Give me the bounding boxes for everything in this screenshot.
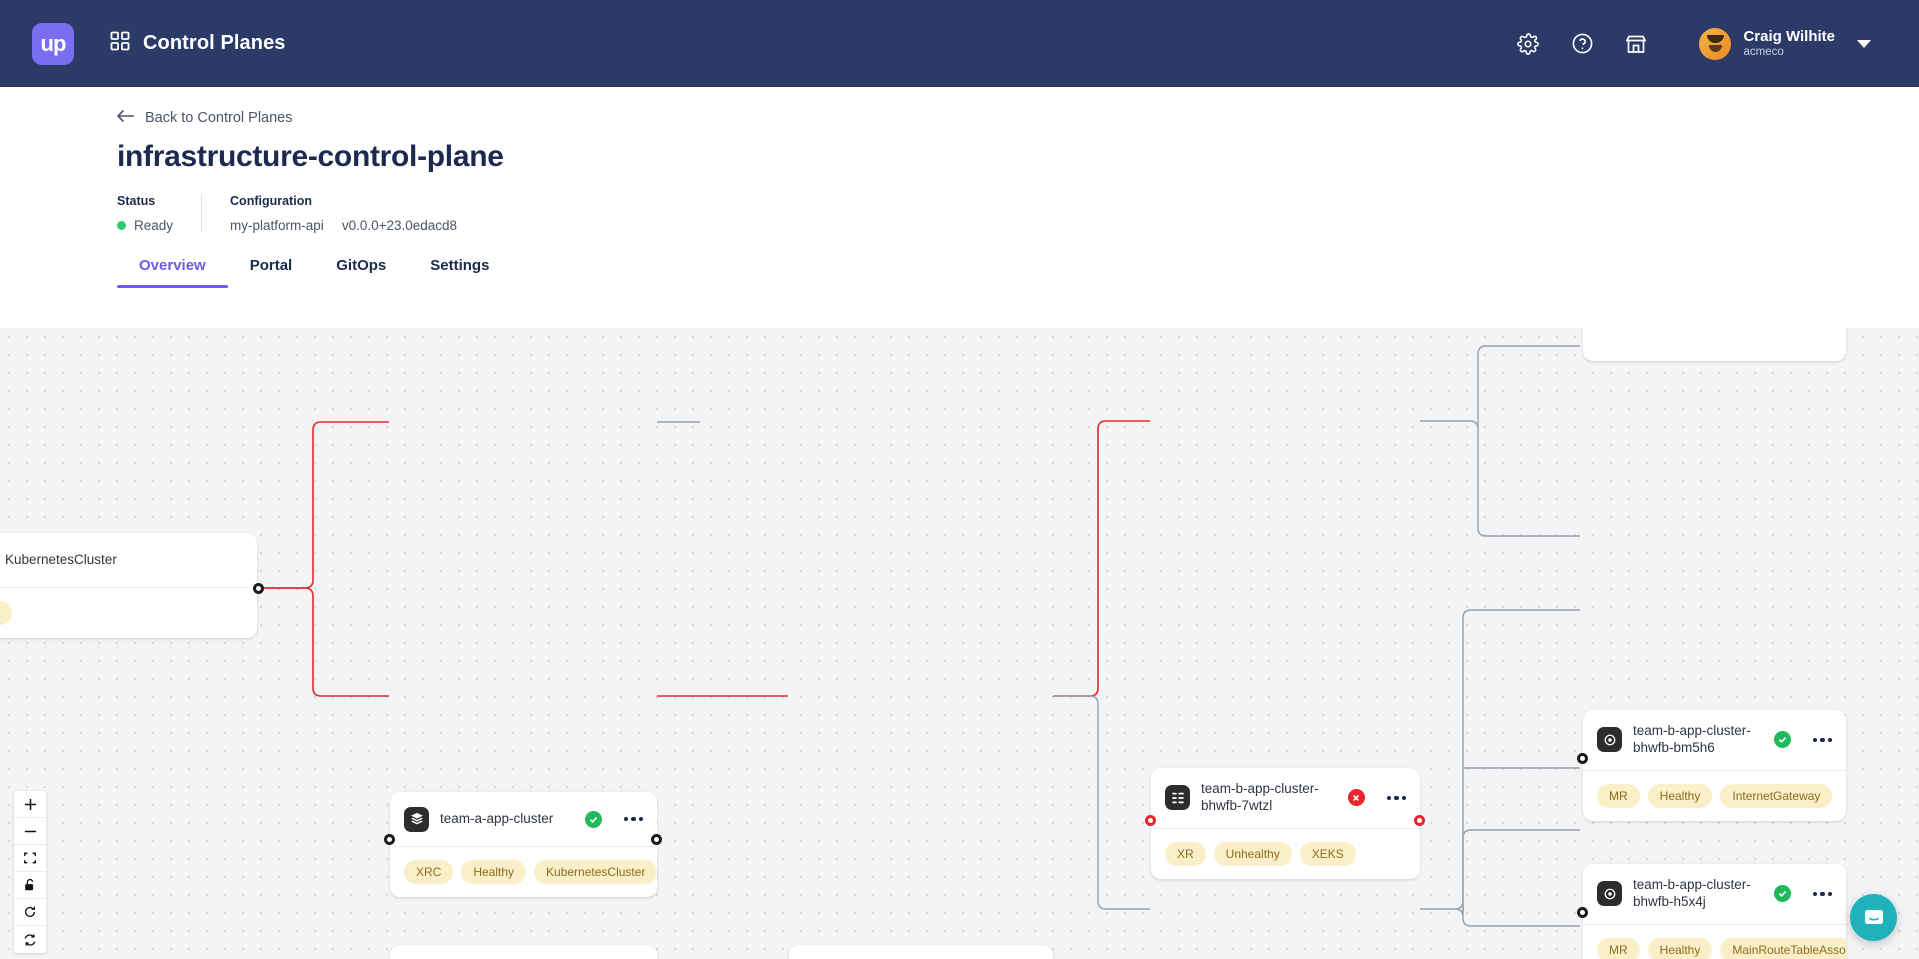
node-menu-button[interactable] [1812, 737, 1832, 743]
node-label: team-a-app-cluster [440, 810, 554, 826]
node-label: team-b-app-cluster-bhwfb-7wtzl [1201, 781, 1319, 813]
node-tag: KubernetesCluster [534, 860, 657, 884]
node-tag: Healthy [461, 860, 527, 884]
upbound-logo[interactable]: up [32, 22, 74, 65]
nav-brand-group[interactable]: Control Planes [110, 31, 286, 56]
zoom-in-button[interactable] [14, 791, 46, 818]
fit-view-button[interactable] [14, 845, 46, 872]
node-tag: XEKS [1299, 841, 1356, 866]
node-handle-target[interactable] [384, 834, 395, 845]
help-circle-icon[interactable] [1567, 29, 1597, 59]
node-divider [1583, 769, 1846, 771]
reset-button[interactable] [14, 899, 46, 926]
graph-node-team-b-app-cluster[interactable]: team-b-app-cluster XRC Unhealthy Kuberne… [390, 945, 657, 959]
graph-view-controls [14, 791, 46, 953]
arrow-left-icon [116, 109, 135, 127]
status-healthy-icon [1773, 885, 1791, 903]
node-handle-source[interactable] [253, 583, 264, 594]
node-tag: XRC [404, 860, 454, 884]
refresh-button[interactable] [14, 926, 46, 953]
node-tag: MainRouteTableAssociation [1720, 937, 1846, 959]
back-link-label: Back to Control Planes [145, 110, 293, 126]
top-navigation-bar: up Control Planes [0, 0, 1919, 87]
page-header: Back to Control Planes infrastructure-co… [0, 87, 1919, 233]
user-name: Craig Wilhite [1743, 28, 1835, 46]
logo-text: up [40, 30, 67, 56]
composite-list-icon [1165, 785, 1190, 811]
tab-overview[interactable]: Overview [117, 257, 228, 288]
tab-portal[interactable]: Portal [249, 257, 293, 274]
graph-node-team-b-app-cluster-bhwfb-h5x4j[interactable]: team-b-app-cluster-bhwfb-h5x4j MR Health… [1583, 864, 1846, 959]
user-org: acmeco [1743, 45, 1784, 58]
node-divider [1583, 923, 1846, 925]
avatar [1699, 27, 1732, 60]
node-menu-button[interactable] [1812, 891, 1832, 897]
status-healthy-icon [584, 810, 602, 828]
node-label: KubernetesCluster [5, 551, 117, 567]
status-badge: Ready [117, 218, 173, 233]
node-divider [390, 846, 657, 847]
graph-node-team-a-app-cluster[interactable]: team-a-app-cluster XRC Healthy Kubernete… [390, 792, 657, 897]
intercom-chat-button[interactable] [1850, 894, 1897, 941]
resource-graph-canvas[interactable]: KubernetesCluster API team-a-app-cluster [0, 328, 1919, 959]
node-tag: API [0, 601, 13, 625]
node-tags: MR Healthy MainRouteTableAssociation [1583, 925, 1846, 959]
node-label: team-b-app-cluster-bhwfb-h5x4j [1633, 877, 1751, 909]
tab-bar: Overview Portal GitOps Settings [0, 257, 1919, 288]
configuration-block: Configuration my-platform-api v0.0.0+23.… [201, 194, 485, 233]
page-title: infrastructure-control-plane [117, 140, 504, 173]
control-plane-meta: Status Ready Configuration my-platform-a… [117, 194, 1919, 233]
tab-gitops[interactable]: GitOps [336, 257, 387, 274]
node-tag: Healthy [1647, 783, 1713, 808]
node-tags: XR Unhealthy XEKS [1151, 829, 1420, 879]
node-handle-target[interactable] [1577, 907, 1588, 918]
marketplace-icon[interactable] [1621, 29, 1651, 59]
node-menu-button[interactable] [623, 816, 643, 822]
top-nav-actions: Craig Wilhite acmeco [1513, 27, 1891, 60]
lock-toggle-button[interactable] [14, 872, 46, 899]
status-value: Ready [134, 218, 174, 233]
configuration-label: Configuration [230, 194, 312, 208]
status-unhealthy-icon [1347, 789, 1365, 807]
managed-resource-icon [1597, 881, 1622, 907]
zoom-out-button[interactable] [14, 818, 46, 845]
node-tags: XRC Healthy KubernetesCluster [390, 847, 657, 897]
graph-node-kubernetescluster[interactable]: KubernetesCluster API [0, 533, 257, 638]
graph-node-partial-top[interactable] [1583, 328, 1846, 361]
node-handle-source[interactable] [651, 834, 662, 845]
node-handle-target[interactable] [1577, 753, 1588, 764]
managed-resource-icon [1597, 727, 1622, 753]
graph-node-team-b-app-cluster-bhwfb-bm5h6[interactable]: team-b-app-cluster-bhwfb-bm5h6 MR Health… [1583, 710, 1846, 821]
grid-icon [110, 31, 130, 56]
configuration-name[interactable]: my-platform-api [230, 218, 324, 233]
status-block: Status Ready [117, 194, 201, 233]
chevron-down-icon[interactable] [1857, 39, 1871, 48]
configuration-version: v0.0.0+23.0edacd8 [341, 218, 458, 233]
node-tag: MR [1597, 937, 1640, 959]
node-tags: API [0, 588, 257, 638]
node-handle-source[interactable] [1414, 815, 1425, 826]
node-label: team-b-app-cluster-bhwfb-bm5h6 [1633, 723, 1751, 755]
node-menu-button[interactable] [1386, 795, 1406, 801]
tab-settings[interactable]: Settings [430, 257, 490, 274]
user-menu[interactable]: Craig Wilhite acmeco [1699, 27, 1871, 60]
settings-gear-icon[interactable] [1513, 29, 1543, 59]
node-divider [0, 587, 257, 588]
nav-title: Control Planes [143, 32, 286, 54]
graph-node-team-b-app-cluster-bhwfb-7wtzl[interactable]: team-b-app-cluster-bhwfb-7wtzl XR Unheal… [1151, 768, 1420, 879]
node-tag: InternetGateway [1720, 783, 1833, 808]
node-tag: Healthy [1647, 937, 1713, 959]
node-tag: XR [1165, 841, 1206, 866]
graph-node-team-b-app-cluster-bhwfb[interactable]: team-b-app-cluster-bhwfb XR Unhealthy XK… [789, 945, 1053, 959]
status-dot-icon [117, 221, 126, 230]
status-label: Status [117, 194, 156, 208]
node-tags: MR Healthy InternetGateway [1583, 771, 1846, 821]
status-healthy-icon [1773, 731, 1791, 749]
node-tag: MR [1597, 783, 1640, 808]
layers-stack-icon [404, 806, 429, 832]
node-tag: Unhealthy [1213, 841, 1292, 866]
node-handle-target[interactable] [1145, 815, 1156, 826]
back-to-control-planes-link[interactable]: Back to Control Planes [116, 109, 293, 127]
node-divider [1151, 827, 1420, 829]
